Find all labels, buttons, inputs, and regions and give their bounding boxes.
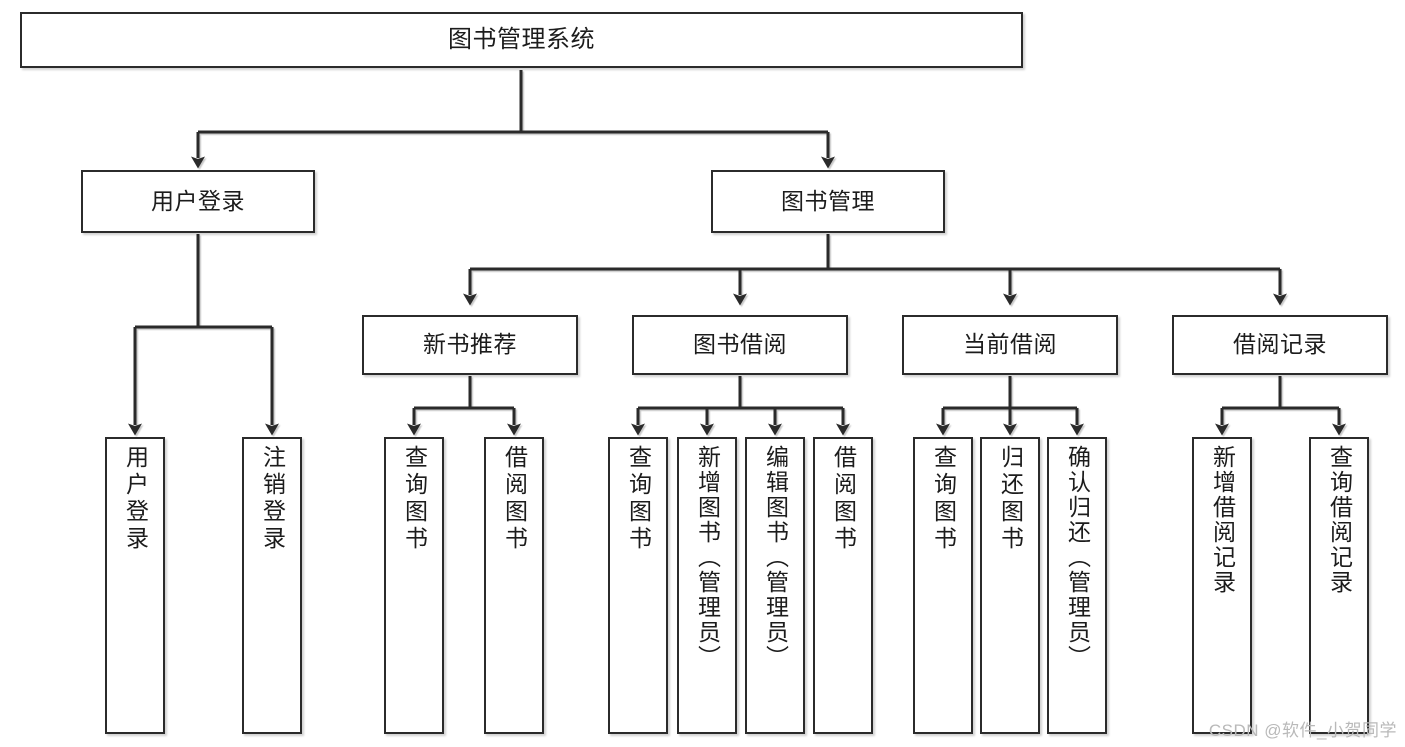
leaf-recommend-query-book[interactable]: 查询图书 [384, 437, 444, 734]
leaf-record-add-record[interactable]: 新增借阅记录 [1192, 437, 1252, 734]
node-label: 注销登录 [259, 445, 286, 553]
node-label: 新增图书（管理员） [694, 445, 721, 670]
node-borrow-record[interactable]: 借阅记录 [1172, 315, 1388, 375]
node-label: 新书推荐 [423, 331, 517, 358]
node-current-borrow[interactable]: 当前借阅 [902, 315, 1118, 375]
node-label: 借阅图书 [830, 445, 857, 553]
node-new-book-recommend[interactable]: 新书推荐 [362, 315, 578, 375]
node-book-manage[interactable]: 图书管理 [711, 170, 945, 233]
node-label: 图书借阅 [693, 331, 787, 358]
node-label: 图书管理系统 [448, 25, 595, 53]
leaf-borrow-query-book[interactable]: 查询图书 [608, 437, 668, 734]
leaf-borrow-add-book[interactable]: 新增图书（管理员） [677, 437, 737, 734]
node-label: 新增借阅记录 [1209, 445, 1236, 595]
leaf-borrow-edit-book[interactable]: 编辑图书（管理员） [745, 437, 805, 734]
csdn-watermark: CSDN @软件_小贺同学 [1208, 721, 1397, 740]
leaf-user-login[interactable]: 用户登录 [105, 437, 165, 734]
node-root-book-management-system[interactable]: 图书管理系统 [20, 12, 1023, 68]
node-user-login[interactable]: 用户登录 [81, 170, 315, 233]
node-book-borrow[interactable]: 图书借阅 [632, 315, 848, 375]
node-label: 当前借阅 [963, 331, 1057, 358]
node-label: 查询图书 [930, 445, 957, 553]
node-label: 查询借阅记录 [1326, 445, 1353, 595]
node-label: 编辑图书（管理员） [762, 445, 789, 670]
node-label: 图书管理 [781, 187, 875, 214]
node-label: 确认归还（管理员） [1064, 445, 1091, 670]
leaf-user-logout[interactable]: 注销登录 [242, 437, 302, 734]
node-label: 查询图书 [401, 445, 428, 553]
leaf-current-return-book[interactable]: 归还图书 [980, 437, 1040, 734]
node-label: 查询图书 [625, 445, 652, 553]
node-label: 借阅记录 [1233, 331, 1327, 358]
node-label: 归还图书 [997, 445, 1024, 553]
node-label: 用户登录 [122, 445, 149, 553]
leaf-recommend-borrow-book[interactable]: 借阅图书 [484, 437, 544, 734]
leaf-borrow-borrow-book[interactable]: 借阅图书 [813, 437, 873, 734]
leaf-current-query-book[interactable]: 查询图书 [913, 437, 973, 734]
node-label: 用户登录 [151, 187, 245, 214]
leaf-record-query-record[interactable]: 查询借阅记录 [1309, 437, 1369, 734]
node-label: 借阅图书 [501, 445, 528, 553]
leaf-current-confirm-return[interactable]: 确认归还（管理员） [1047, 437, 1107, 734]
